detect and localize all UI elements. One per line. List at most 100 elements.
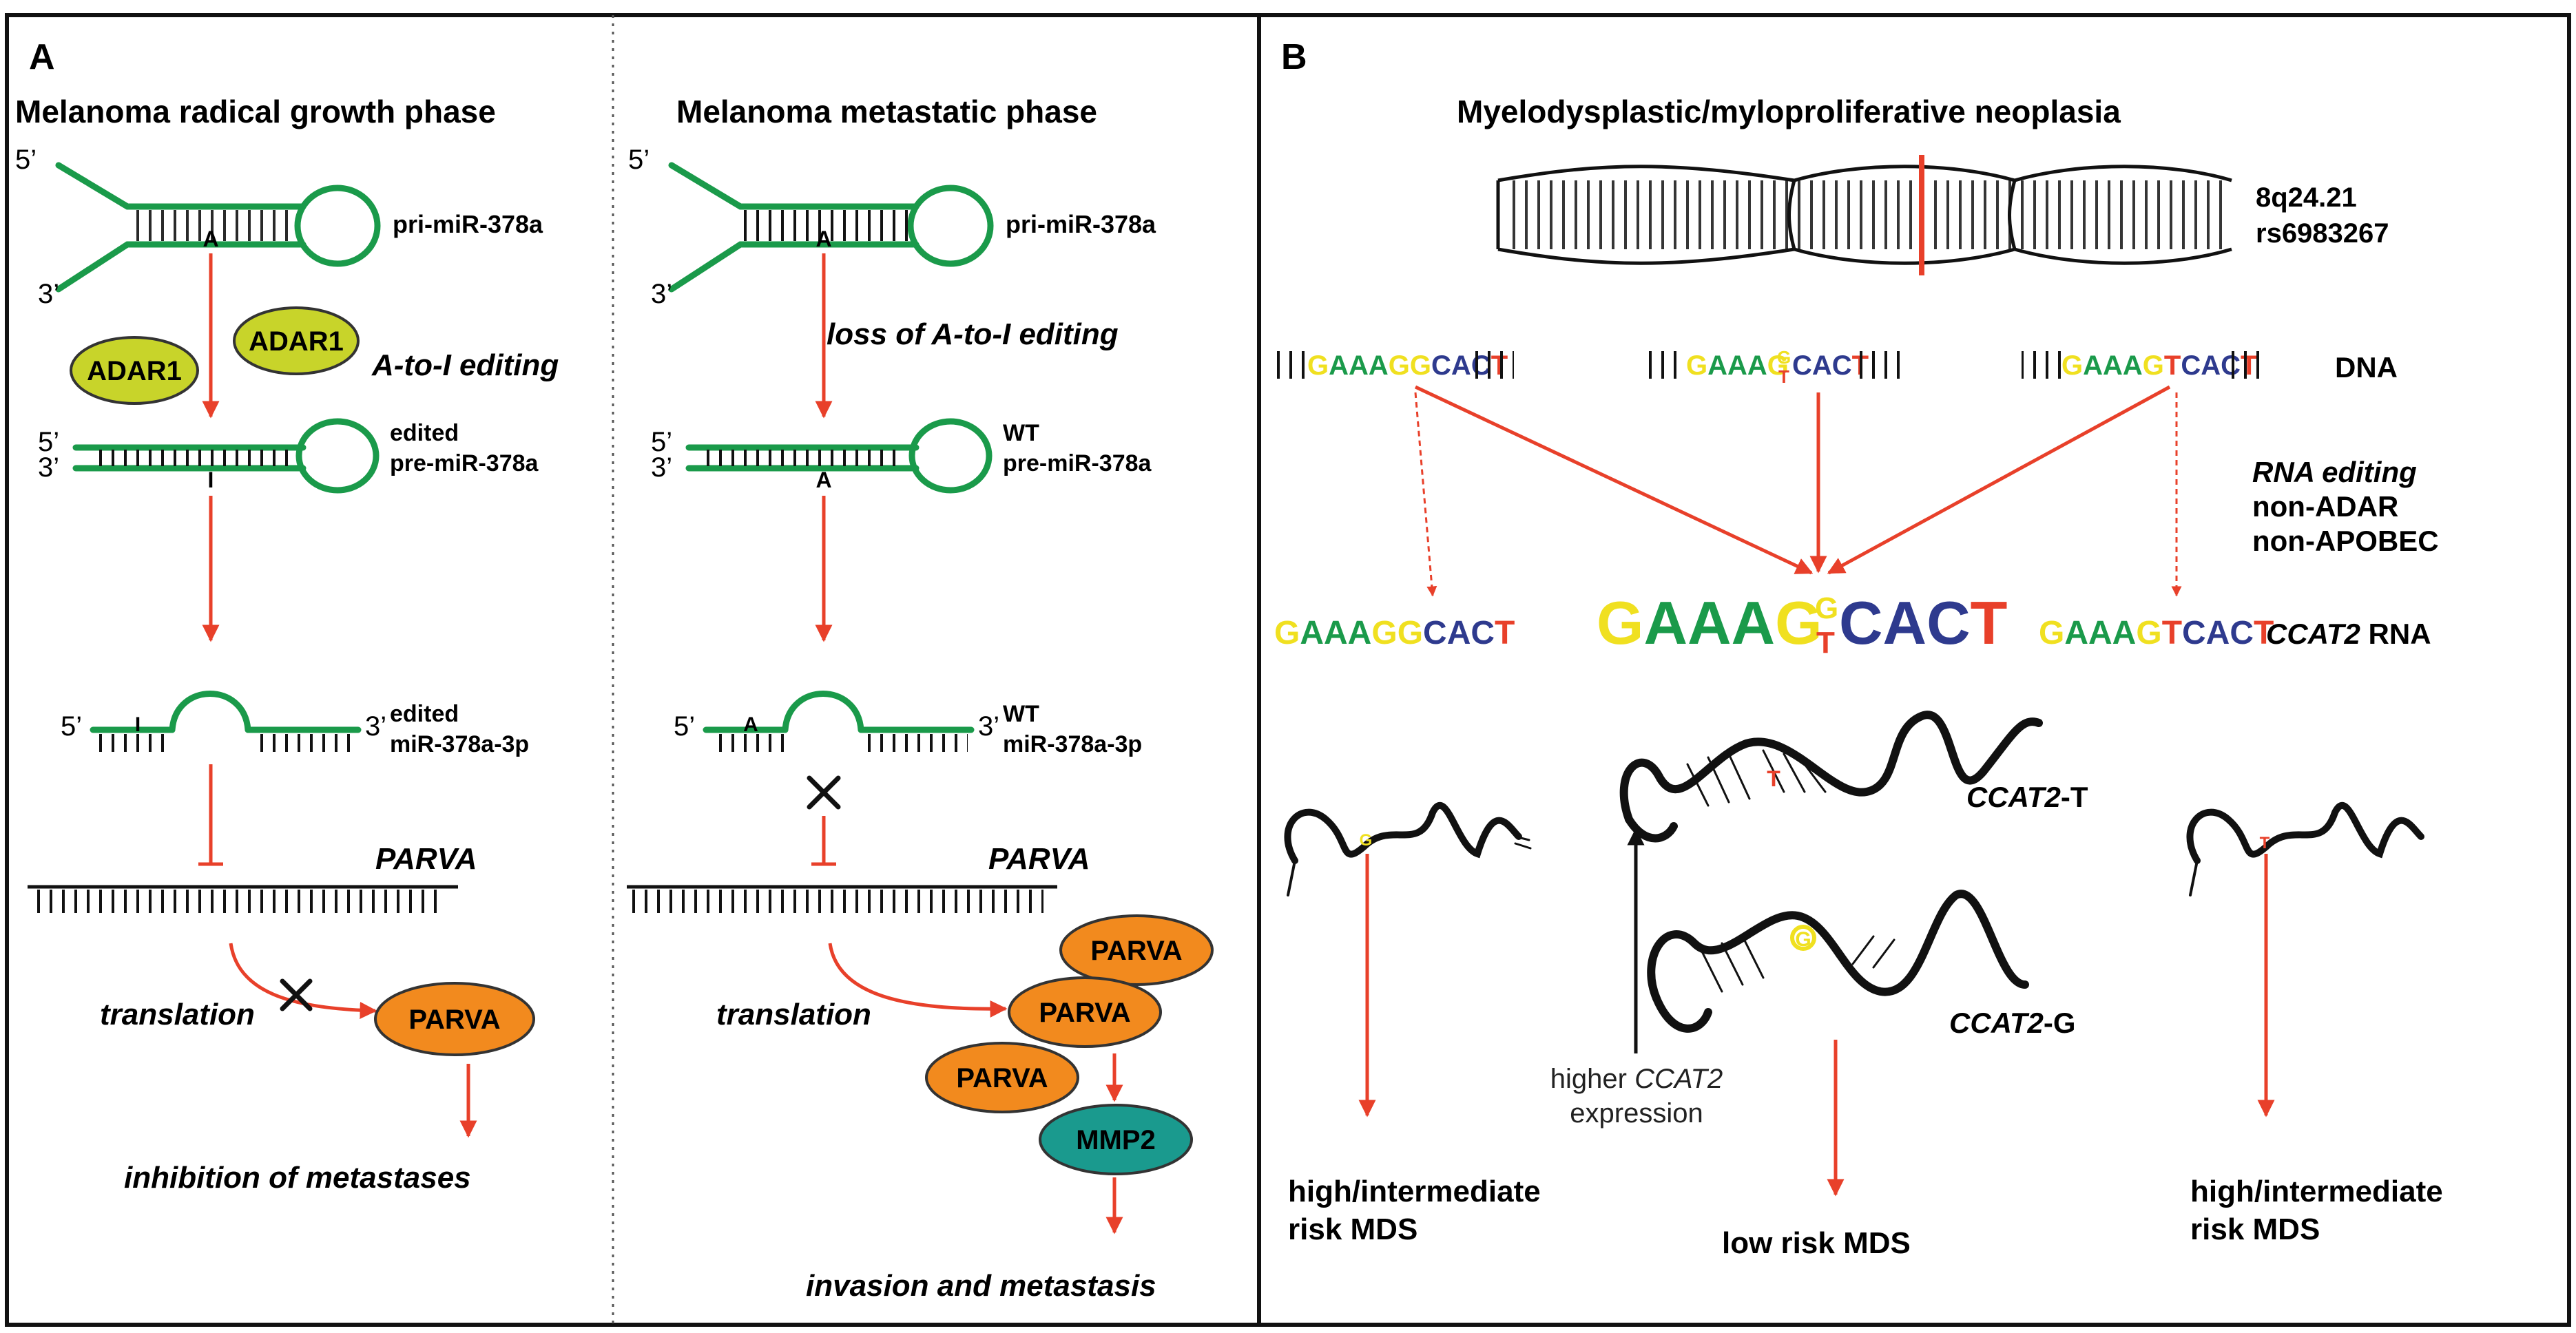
non-adar-label: non-ADAR [2252,490,2398,523]
right-parva-protein-top [1059,914,1214,986]
right-target-label: PARVA [988,842,1090,876]
right-pre-5prime: 5’ [651,427,672,457]
expression-label-1: higher CCAT2 [1550,1064,1723,1094]
left-pre-label-1: edited [390,420,459,446]
adar1-label-1: ADAR1 [87,356,182,386]
panel-b-letter: B [1281,37,1307,77]
right-pri-3prime: 3’ [651,279,672,309]
right-mature-ticks-2 [864,734,968,752]
risk-left-line-1: high/intermediate [1288,1175,1541,1208]
right-pre-mirna-hairpin [685,418,993,494]
right-parva-protein-top-label: PARVA [1090,936,1182,966]
lncrna-mid-top-label: CCAT2-T [1966,781,2088,813]
dna-allele-g-helix-right [1474,351,1514,379]
left-translation-arrow [229,943,377,1019]
right-parva-protein-bottom-label: PARVA [956,1063,1048,1093]
chromosome-bands [1508,180,2225,249]
lncrna-mid-bottom-allele: G [1795,928,1811,951]
left-pri-3prime: 3’ [38,279,59,309]
rna-seq-g: GAAAGGCACT [1274,615,1515,651]
panel-a-right: Melanoma metastatic phase 5’ 3’ A pri-mi… [627,94,1214,1303]
right-pre-base-a: A [816,468,831,492]
risk-right-line-2: risk MDS [2190,1213,2320,1246]
risk-left-line-2: risk MDS [1288,1213,1417,1246]
left-pre-base-pairs [90,450,289,466]
left-mature-ticks-2 [251,734,355,752]
rna-editing-label: RNA editing [2252,456,2417,488]
locus-snp-id: rs6983267 [2256,218,2389,249]
right-pre-base-pairs [703,450,902,466]
dna-allele-het: GAAAG G T CACT [1646,347,1900,387]
left-mature-5prime: 5’ [61,711,82,742]
left-pre-3prime: 3’ [38,452,59,483]
right-pri-base-a: A [816,227,831,251]
left-pri-5prime: 5’ [15,145,37,175]
right-translation-arrow [828,943,1008,1018]
rna-seq-edited-prefix: GAAAG [1597,589,1822,657]
left-mature-label-1: edited [390,701,459,727]
left-mature-label-2: miR-378a-3p [390,731,529,757]
transcribe-arrow-left [1414,392,1437,597]
right-parva-protein-mid [1008,976,1162,1048]
right-mature-base-a: A [743,713,758,736]
right-pre-label-2: pre-miR-378a [1003,450,1152,476]
left-parva-mrna-ticks [31,890,444,913]
right-pre-3prime: 3’ [651,452,672,483]
right-pri-mirna-hairpin [668,162,994,293]
dna-allele-t-seq: GAAAGTCACT [2061,350,2257,381]
panel-a-left: Melanoma radical growth phase 5’ 3’ A pr… [15,94,559,1195]
right-parva-protein-bottom [925,1042,1079,1113]
left-title: Melanoma radical growth phase [15,94,496,129]
left-mature-3prime: 3’ [365,711,386,742]
left-blocked-x [280,978,313,1011]
right-pri-label: pri-miR-378a [1006,210,1156,238]
dna-allele-het-seq: GAAAG [1686,350,1789,381]
left-parva-protein [374,982,535,1056]
mmp2-label: MMP2 [1076,1125,1156,1155]
adar1-enzyme-2 [233,306,360,375]
adar1-enzyme-1 [70,336,199,405]
dna-allele-t: GAAAGTCACT [2022,350,2268,381]
left-pre-base-i: I [208,468,214,492]
dna-allele-g-helix-left [1267,351,1307,379]
dna-allele-t-helix-right [2228,351,2268,379]
locus-cytoband: 8q24.21 [2256,182,2357,213]
right-mature-3prime: 3’ [978,711,999,742]
right-title: Melanoma metastatic phase [676,94,1097,129]
panel-a-letter: A [29,37,55,77]
right-translation-label: translation [716,998,871,1031]
left-translation-label: translation [100,998,255,1031]
left-target-label: PARVA [375,842,477,876]
right-pri-5prime: 5’ [628,145,650,175]
lncrna-mid-top [1619,711,2043,843]
right-mature-label-1: WT [1003,701,1039,727]
panel-b: Myelodysplastic/myloproliferative neopla… [1267,94,2443,1260]
right-blocked-x [807,775,841,810]
lncrna-mid-bottom [1647,890,2029,1033]
edit-arrow-left [1414,385,1814,575]
dna-allele-het-t: T [1778,366,1789,387]
rna-seq-edited-t: T [1816,626,1835,660]
dna-allele-het-tail: CACT [1792,350,1869,381]
lncrna-right-allele: T [2260,834,2270,852]
dna-allele-het-g: G [1777,347,1791,368]
left-mature-mirna [90,691,362,733]
rna-seq-t: GAAAGTCACT [2039,615,2274,651]
right-mature-label-2: miR-378a-3p [1003,731,1142,757]
left-pre-5prime: 5’ [38,427,59,457]
left-pri-base-pairs [131,210,296,241]
lncrna-mid-bottom-label: CCAT2-G [1949,1007,2076,1039]
dna-label: DNA [2335,351,2398,384]
adar1-label-2: ADAR1 [249,326,344,357]
left-pri-base-a: A [202,227,218,251]
left-pre-mirna-hairpin [72,418,380,494]
expression-label-2: expression [1570,1098,1703,1129]
dna-allele-t-helix-left [2022,351,2061,379]
dna-allele-g: GAAAGGCACT [1267,350,1514,381]
right-mature-5prime: 5’ [674,711,695,742]
lncrna-mid-top-allele: T [1767,766,1780,791]
left-mature-ticks-1 [96,734,172,752]
non-apobec-label: non-APOBEC [2252,525,2439,557]
mmp2-protein [1039,1104,1193,1175]
